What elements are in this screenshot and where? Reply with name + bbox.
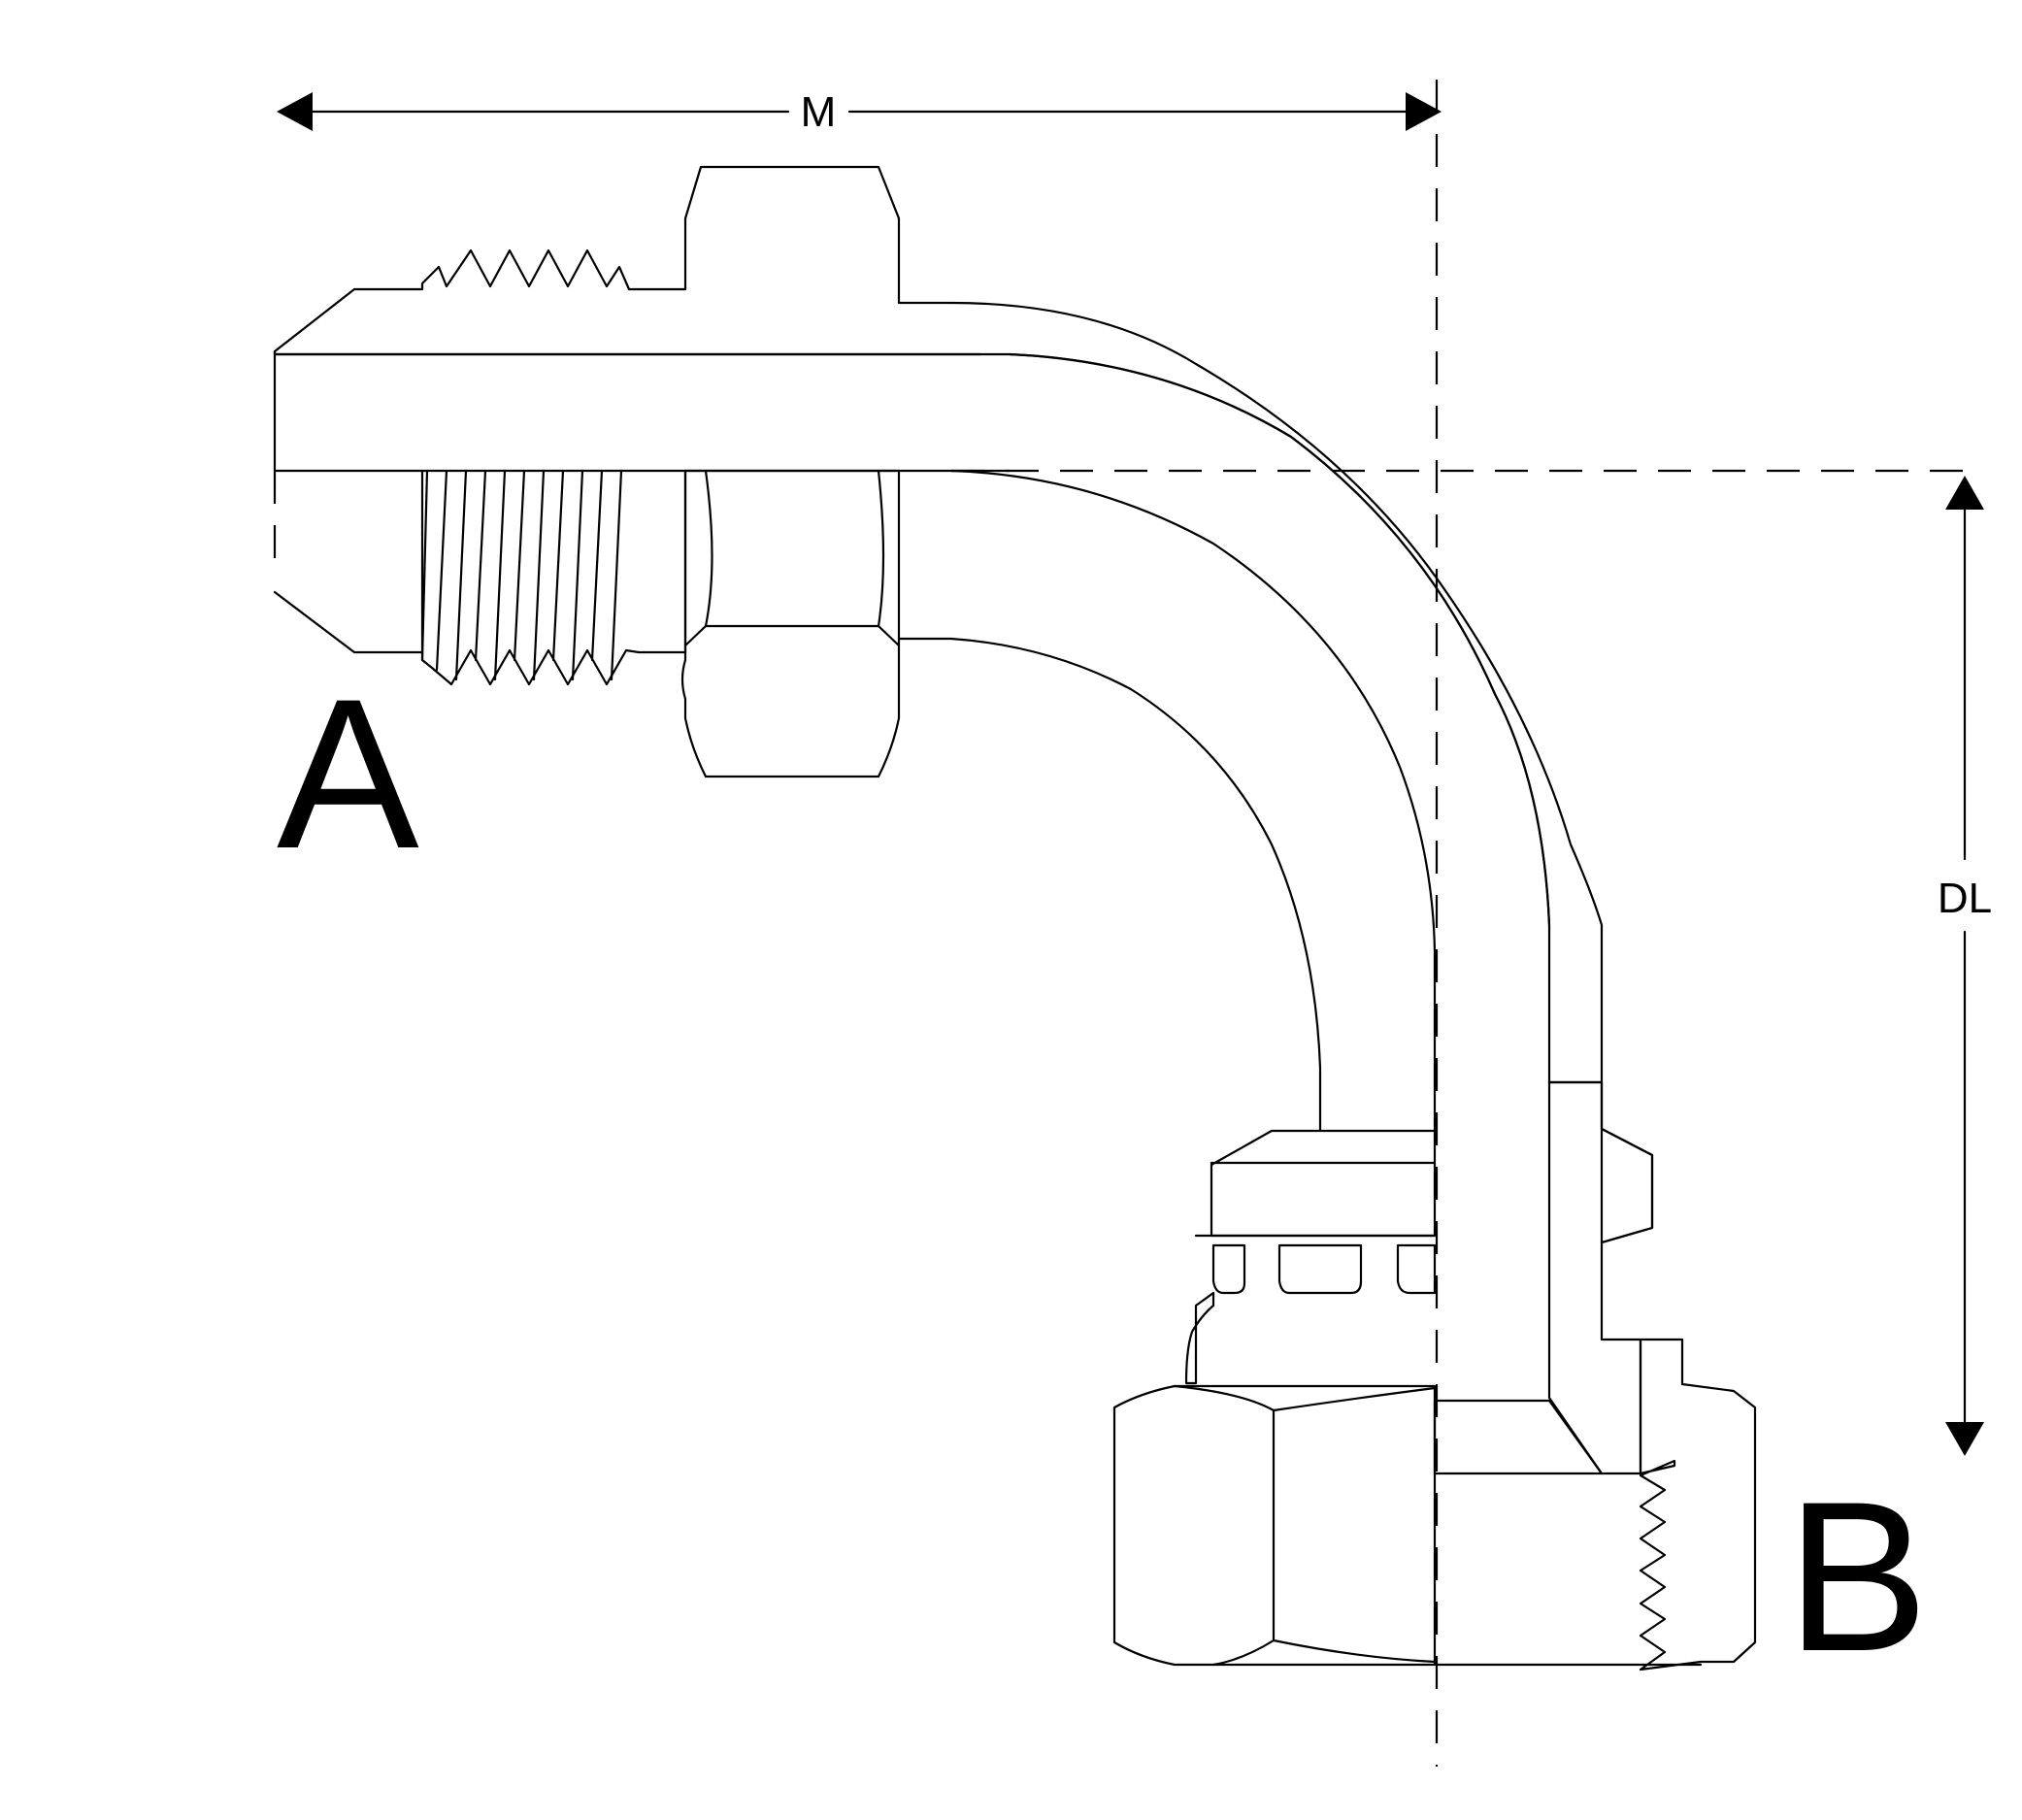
tube-center-curve: [949, 469, 1437, 1133]
end-a-body: [273, 349, 1011, 778]
end-a-hex: [680, 469, 901, 778]
flare-cone: [273, 469, 424, 654]
end-a-upper-section: [273, 165, 1654, 1244]
thread-body-outline: [420, 469, 687, 686]
end-a-hex-edge: [683, 624, 708, 647]
dim-dl-arrow-bottom: [1945, 1422, 1984, 1456]
end-a-hex-flat: [704, 469, 885, 628]
dim-m-arrow-right: [1406, 92, 1442, 131]
hatched-sections: [273, 165, 1757, 1671]
tube-outer-curve: [1008, 352, 1551, 927]
thread-lines: [420, 469, 623, 681]
dim-m-label: M: [801, 88, 837, 136]
dim-m-arrow-left: [277, 92, 313, 131]
end-a-label: A: [277, 654, 419, 893]
end-b-hex-flat: [1173, 1384, 1276, 1667]
end-b-crimp-ring: [1211, 1243, 1437, 1295]
elbow-tube: [897, 352, 1551, 1133]
end-b-body: [1112, 1129, 1703, 1667]
end-b-label: B: [1786, 1457, 1929, 1696]
dim-dl-arrow-top: [1945, 476, 1984, 510]
end-b-neck: [1184, 1291, 1215, 1385]
centerlines: [273, 80, 1980, 1767]
end-b-hex-flat2: [1272, 1386, 1437, 1664]
dimension-m: M: [277, 88, 1442, 136]
end-b-outer-section: [1639, 1338, 1757, 1671]
end-a-hex-edge2: [877, 624, 901, 647]
dimension-dl: DL: [1938, 476, 1992, 1456]
dim-dl-label: DL: [1938, 875, 1992, 922]
tube-inner-curve: [897, 637, 1322, 1133]
end-b-nut-face: [1433, 1399, 1703, 1667]
end-b-collar: [1210, 1129, 1437, 1238]
